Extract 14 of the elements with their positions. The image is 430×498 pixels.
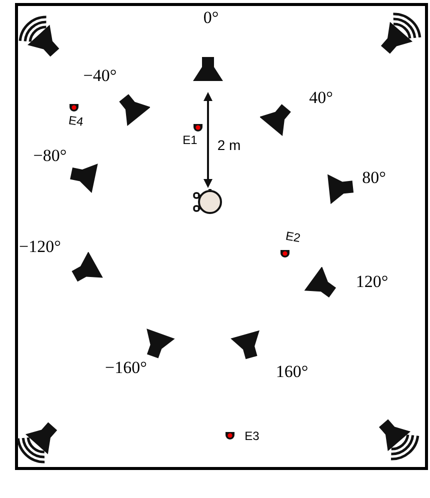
angle-label: 160° <box>276 362 308 382</box>
angle-label: 40° <box>309 88 333 108</box>
microphone-label: E1 <box>182 133 198 147</box>
angle-label: −40° <box>83 66 117 86</box>
microphone-label: E4 <box>68 113 84 129</box>
angle-label: −80° <box>33 146 67 166</box>
angle-label: 0° <box>203 8 219 28</box>
angle-label: 120° <box>356 272 388 292</box>
angle-label: 80° <box>362 168 386 188</box>
distance-label: 2 m <box>217 137 241 153</box>
angle-label: −120° <box>19 237 61 257</box>
microphone-label: E2 <box>284 228 302 246</box>
angle-label: −160° <box>105 358 147 378</box>
microphone-label: E3 <box>244 429 260 443</box>
